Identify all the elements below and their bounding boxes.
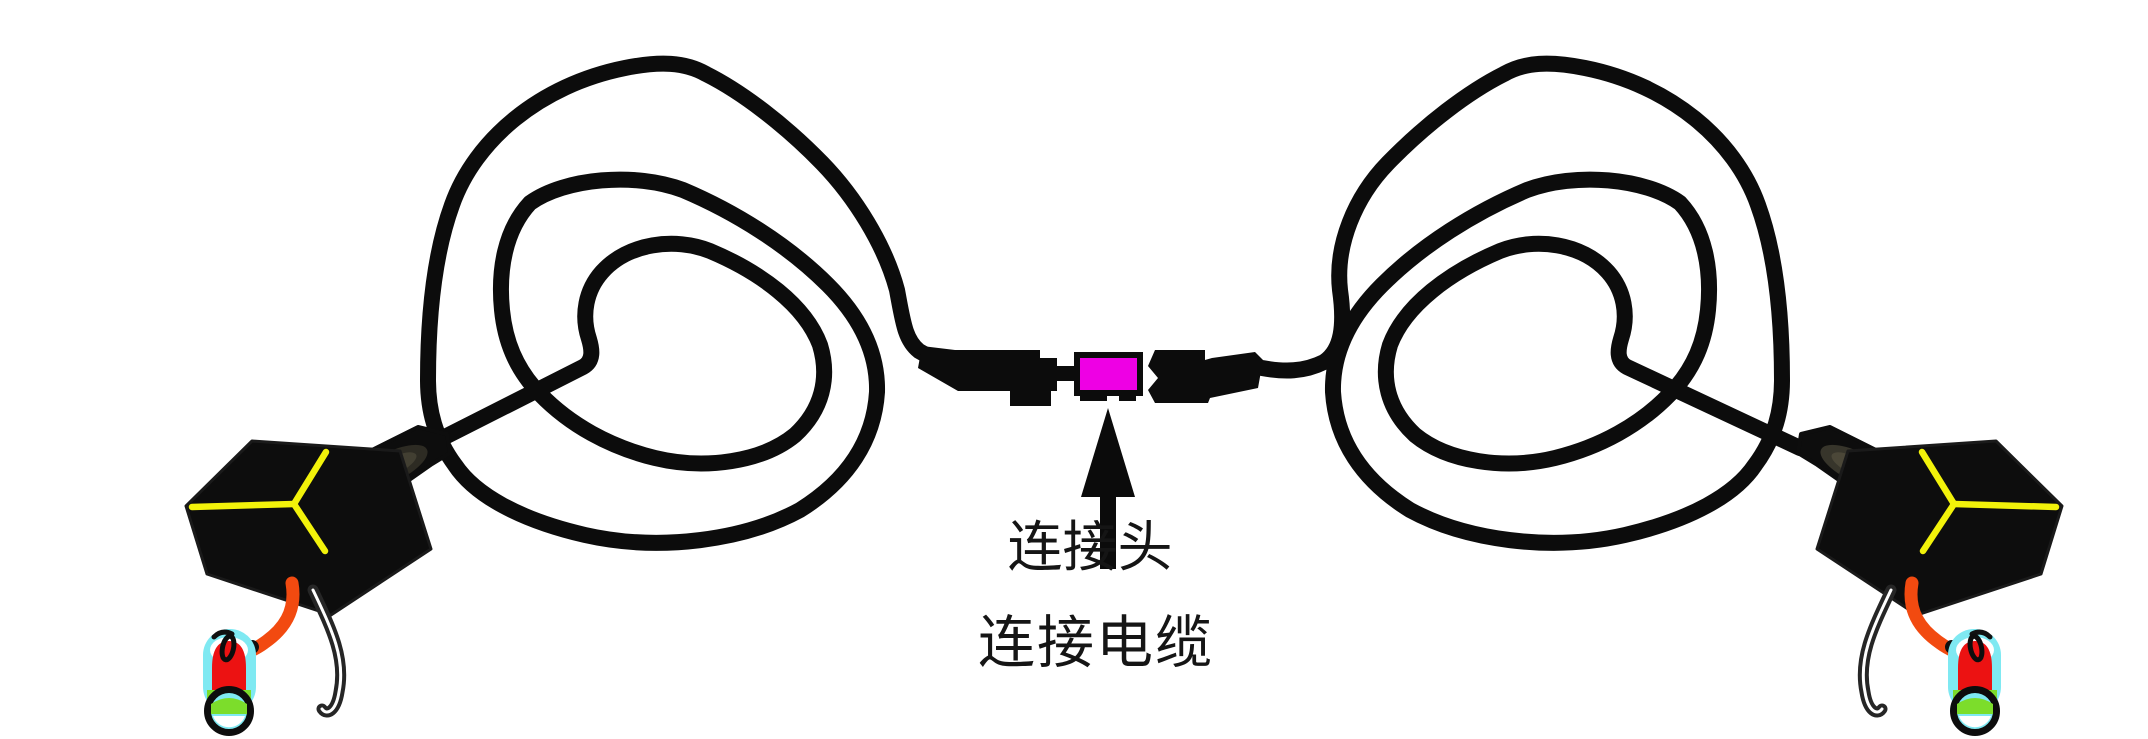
right-cable-coil <box>1254 55 1808 551</box>
box-edge-top <box>1918 448 1958 508</box>
right-sensor-ring-green <box>1957 698 1993 714</box>
box-edge-left <box>188 500 298 511</box>
box-edge-front <box>1919 500 1958 555</box>
left-device-box-edges <box>188 448 330 555</box>
right-sensor <box>1948 629 2001 736</box>
right-sensor-ring-white <box>1959 716 1991 728</box>
left-coil-cable-path <box>417 55 971 551</box>
right-device-wires-sensor <box>1857 576 2001 736</box>
right-coil-cable-path <box>1254 55 1808 551</box>
arrow-up-icon <box>1081 408 1135 569</box>
right-sensor-dome <box>1955 641 1995 701</box>
left-connector-plug <box>918 346 1074 406</box>
right-sensor-top-curl <box>1969 629 1993 640</box>
right-connector-plug <box>1148 350 1263 403</box>
left-sensor-keyhole <box>219 633 237 663</box>
right-sensor-keyhole <box>1967 633 1985 663</box>
left-sensor-ring-green <box>211 698 247 714</box>
connector-head <box>1074 352 1143 401</box>
connector-head-foot-left <box>1080 390 1107 401</box>
left-sensor-top-curl <box>211 629 235 640</box>
connection-cable-label: 连接电缆 <box>978 610 1214 676</box>
left-dark-wire-core <box>311 588 343 714</box>
left-cable-coil <box>417 55 971 551</box>
left-device <box>184 425 452 736</box>
left-sensor <box>203 629 256 736</box>
box-edge-left <box>1950 500 2060 511</box>
right-dark-wire-core <box>1861 588 1893 714</box>
box-edge-front <box>290 500 329 555</box>
connector-head-body <box>1074 352 1143 396</box>
left-sensor-ring-white <box>213 716 245 728</box>
connector-head-foot-right <box>1119 390 1136 401</box>
right-device-box-edges <box>1918 448 2060 555</box>
connector-head-label: 连接头 <box>1007 515 1172 579</box>
left-sensor-dome <box>209 641 249 701</box>
box-edge-top <box>290 448 330 508</box>
center-connector <box>918 346 1263 406</box>
right-device <box>1796 425 2064 736</box>
